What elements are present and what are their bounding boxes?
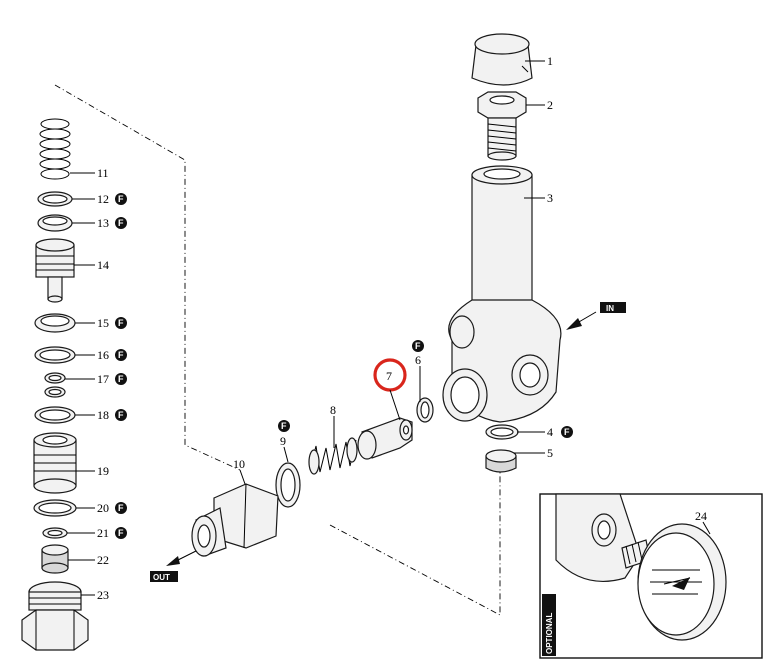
f-badge-part-6: F: [412, 340, 424, 352]
f-badge-part-9: F: [278, 420, 290, 432]
label-part-9: 9: [280, 434, 286, 448]
svg-text:F: F: [118, 218, 124, 228]
part-13-backup-ring: [37, 214, 73, 232]
label-part-24: 24: [695, 509, 707, 523]
label-part-19: 19: [97, 464, 109, 478]
assembly-guide-line-bottom: [329, 455, 501, 616]
label-part-6: 6: [415, 353, 421, 367]
part-19-valve-housing: [33, 432, 77, 494]
f-badge-part-13: F: [115, 217, 127, 229]
part-4-o-ring: [485, 424, 519, 440]
label-part-16: 16: [97, 348, 109, 362]
out-flow-indicator: OUT: [150, 550, 197, 582]
label-part-21: 21: [97, 526, 109, 540]
part-22-plug: [41, 544, 69, 574]
part-7-piston: [357, 417, 413, 460]
label-part-12: 12: [97, 192, 109, 206]
f-badge-part-15: F: [115, 317, 127, 329]
part-8-spring: [308, 437, 358, 475]
out-label: OUT: [153, 573, 170, 582]
label-part-22: 22: [97, 553, 109, 567]
optional-gauge-inset: OPTIONAL: [539, 493, 763, 659]
svg-text:F: F: [118, 374, 124, 384]
part-1-cap: [471, 33, 533, 86]
part-number-labels: 1 2 3 4 5 6 7 8 9 10 11 12 13 14 15 16 1…: [97, 54, 707, 602]
label-part-8: 8: [330, 403, 336, 417]
svg-text:F: F: [118, 194, 124, 204]
svg-text:F: F: [118, 350, 124, 360]
f-badge-part-20: F: [115, 502, 127, 514]
svg-text:F: F: [118, 503, 124, 513]
f-badge-part-17: F: [115, 373, 127, 385]
label-part-14: 14: [97, 258, 109, 272]
f-badge-part-21: F: [115, 527, 127, 539]
f-badge-part-12: F: [115, 193, 127, 205]
label-part-15: 15: [97, 316, 109, 330]
part-21-small-ring: [42, 527, 68, 539]
label-part-5: 5: [547, 446, 553, 460]
part-5-plug: [485, 449, 517, 473]
part-11-spring: [39, 118, 71, 180]
label-part-23: 23: [97, 588, 109, 602]
part-23-cap-nut: [21, 581, 89, 651]
label-part-3: 3: [547, 191, 553, 205]
f-badges: F F F F F F F F F F F: [115, 193, 573, 539]
f-badge-part-4: F: [561, 426, 573, 438]
part-6-o-ring: [416, 397, 434, 423]
part-15-ring: [34, 313, 76, 333]
label-part-1: 1: [547, 54, 553, 68]
part-3-valve-body: [442, 165, 562, 423]
label-part-13: 13: [97, 216, 109, 230]
part-10-outlet-fitting: [191, 483, 279, 557]
label-part-2: 2: [547, 98, 553, 112]
in-label: IN: [606, 304, 614, 313]
svg-text:F: F: [415, 341, 421, 351]
leader-lines: [65, 60, 711, 596]
label-part-10: 10: [233, 457, 245, 471]
f-badge-part-18: F: [115, 409, 127, 421]
part-9-washer: [275, 462, 301, 508]
label-part-7: 7: [386, 369, 392, 383]
part-18-o-ring: [34, 406, 76, 424]
svg-text:F: F: [118, 318, 124, 328]
label-part-4: 4: [547, 425, 553, 439]
label-part-18: 18: [97, 408, 109, 422]
label-part-11: 11: [97, 166, 109, 180]
svg-text:F: F: [118, 528, 124, 538]
part-17-small-rings: [44, 372, 66, 398]
assembly-guide-line-left: [54, 84, 241, 471]
part-16-o-ring: [34, 346, 76, 364]
in-flow-indicator: IN: [566, 302, 626, 330]
part-12-o-ring: [37, 191, 73, 207]
optional-label: OPTIONAL: [545, 613, 554, 654]
label-part-17: 17: [97, 372, 109, 386]
svg-text:F: F: [281, 421, 287, 431]
svg-text:F: F: [118, 410, 124, 420]
part-2-adjusting-screw: [477, 91, 527, 161]
f-badge-part-16: F: [115, 349, 127, 361]
part-14-valve-seat: [35, 238, 75, 303]
label-part-20: 20: [97, 501, 109, 515]
part-20-o-ring: [33, 499, 77, 517]
svg-text:F: F: [564, 427, 570, 437]
